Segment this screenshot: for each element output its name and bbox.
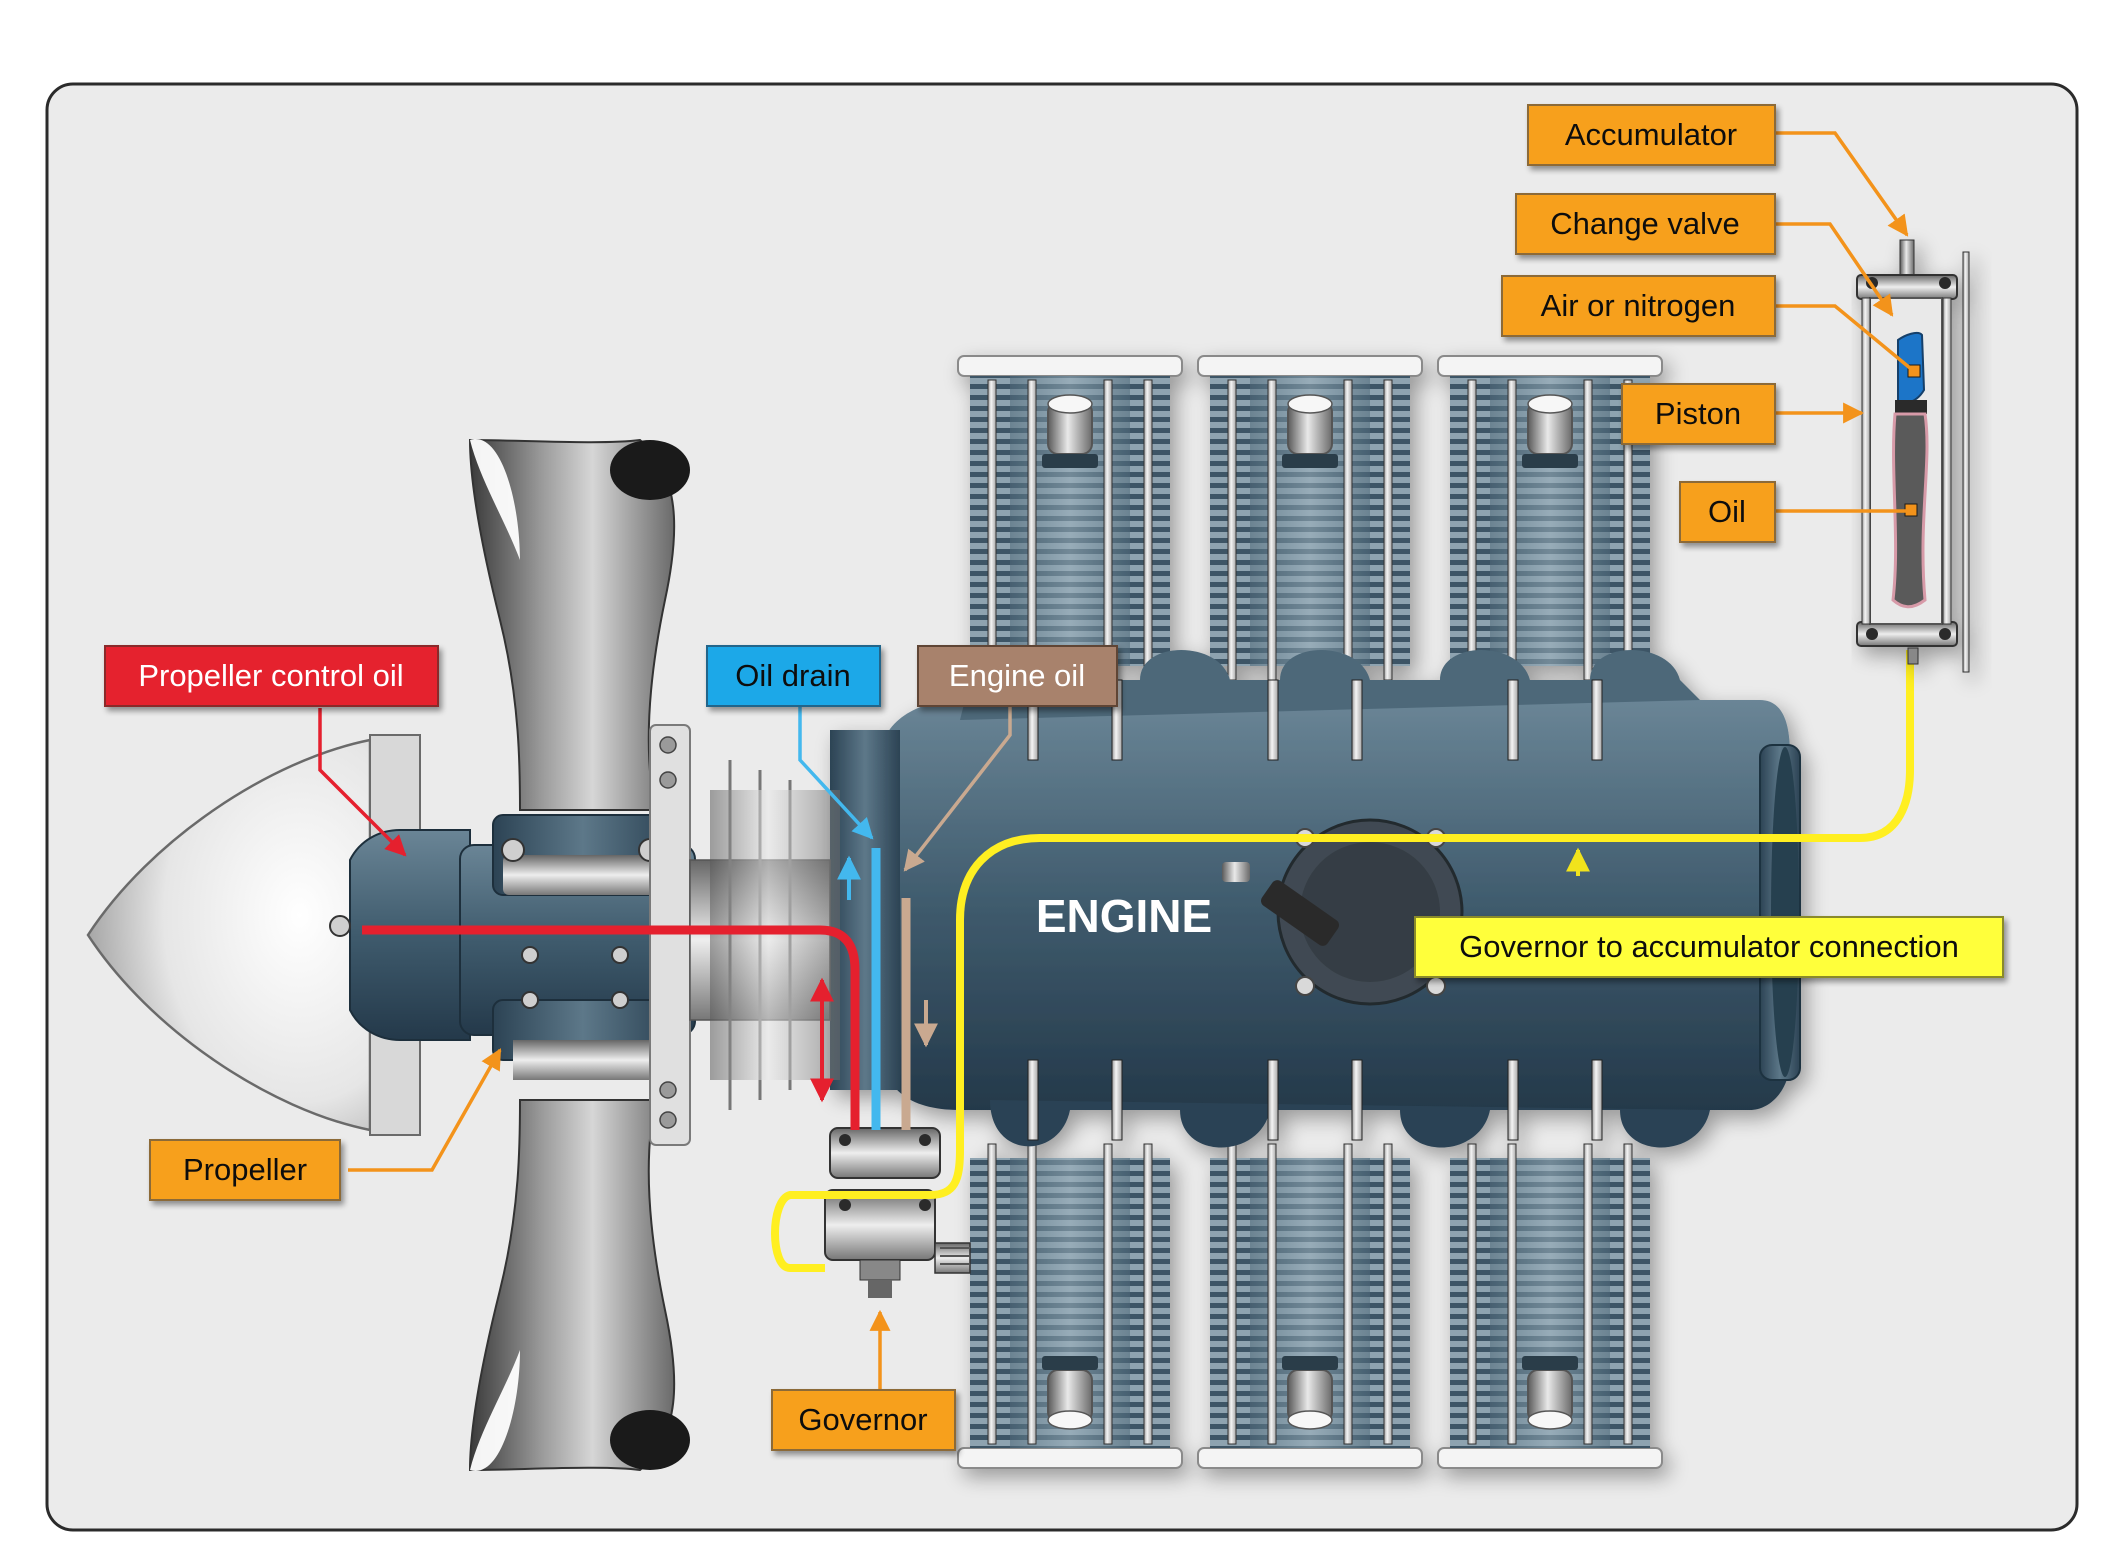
callout-engine-oil: Engine oil [917,645,1118,707]
callout-piston: Piston [1621,383,1776,445]
label-oil-drain: Oil drain [735,658,850,693]
engine-crankcase [830,355,1801,1469]
label-accumulator: Accumulator [1565,117,1737,152]
label-gov-accum-connection: Governor to accumulator connection [1459,929,1959,964]
callout-propeller: Propeller [149,1139,341,1201]
propeller-control-oil-line [362,925,860,1130]
accumulator-assembly [1856,239,1970,673]
callout-propeller-control-oil: Propeller control oil [104,645,439,707]
label-piston: Piston [1655,396,1741,431]
governor-body [824,1127,971,1298]
callout-accumulator: Accumulator [1527,104,1776,166]
callout-oil-drain: Oil drain [706,645,881,707]
callout-gov-accum-connection: Governor to accumulator connection [1414,916,2004,978]
label-engine-oil: Engine oil [949,658,1085,693]
label-governor: Governor [798,1402,927,1437]
label-air-nitrogen: Air or nitrogen [1541,288,1736,323]
label-oil: Oil [1708,494,1746,529]
callout-air-nitrogen: Air or nitrogen [1501,275,1776,337]
leader-lines [318,131,1912,1390]
label-change-valve: Change valve [1550,206,1740,241]
governor-accumulator-line [771,650,1914,1272]
callout-governor: Governor [771,1389,956,1451]
propeller-blade-upper [468,438,676,811]
label-propeller-control-oil: Propeller control oil [138,658,403,693]
label-propeller: Propeller [183,1152,307,1187]
callout-change-valve: Change valve [1515,193,1776,255]
propeller-assembly [86,438,840,1472]
engine-label: ENGINE [1036,890,1212,942]
propeller-blade-lower [468,1099,676,1472]
callout-oil: Oil [1679,481,1776,543]
